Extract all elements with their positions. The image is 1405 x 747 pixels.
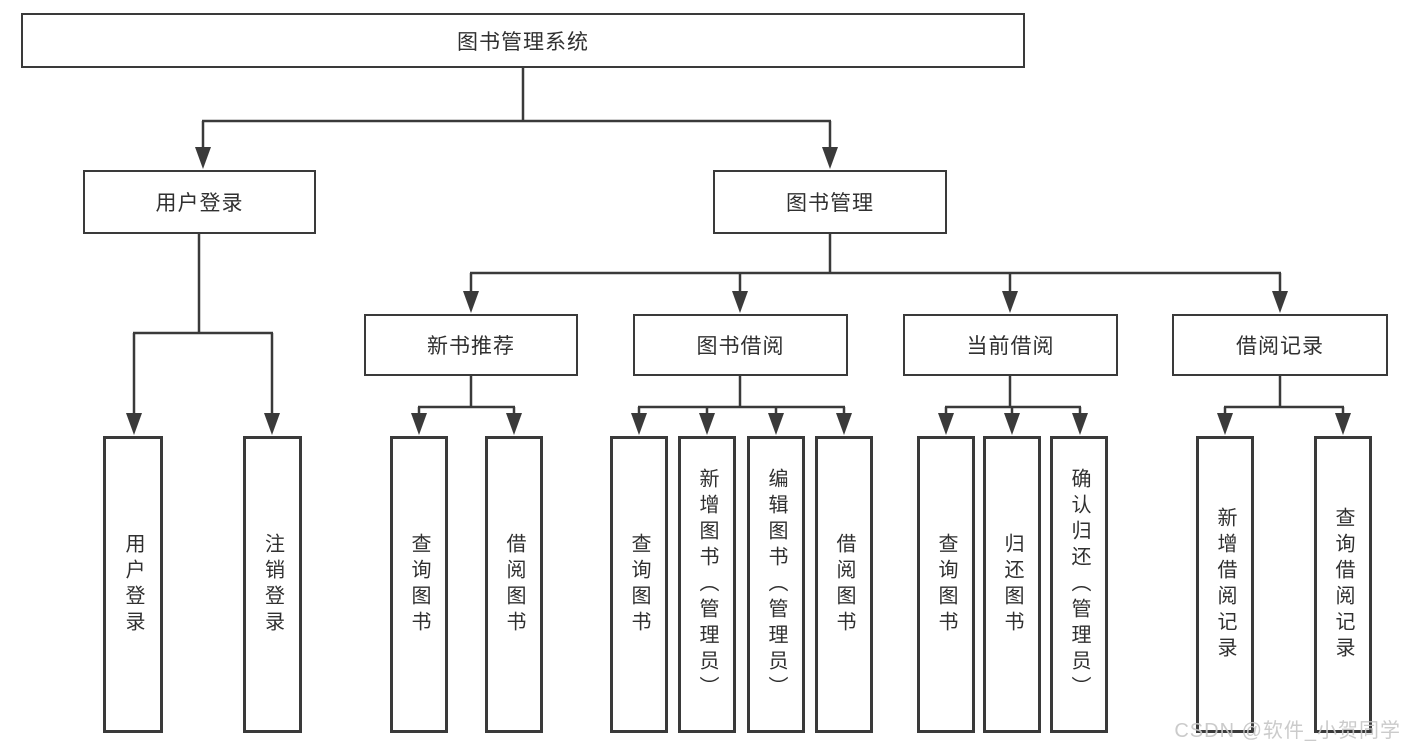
node-current-borrowing: 当前借阅 bbox=[903, 314, 1118, 376]
leaf-return-books: 归还图书 bbox=[983, 436, 1041, 733]
node-book-management: 图书管理 bbox=[713, 170, 947, 234]
node-library-system: 图书管理系统 bbox=[21, 13, 1025, 68]
leaf-borrow-books-recommend-label: 借阅图书 bbox=[503, 532, 525, 637]
leaf-return-books-label: 归还图书 bbox=[1001, 532, 1023, 637]
leaf-confirm-return-admin: 确认归还（管理员） bbox=[1050, 436, 1108, 733]
leaf-query-borrow-record-label: 查询借阅记录 bbox=[1332, 506, 1354, 663]
leaf-query-borrow-record: 查询借阅记录 bbox=[1314, 436, 1372, 733]
node-book-management-label: 图书管理 bbox=[786, 192, 874, 215]
leaf-query-books-recommend: 查询图书 bbox=[390, 436, 448, 733]
leaf-query-books-current: 查询图书 bbox=[917, 436, 975, 733]
leaf-query-books-borrow: 查询图书 bbox=[610, 436, 668, 733]
leaf-add-books-admin: 新增图书（管理员） bbox=[678, 436, 736, 733]
leaf-borrow-books: 借阅图书 bbox=[815, 436, 873, 733]
leaf-add-books-admin-label: 新增图书（管理员） bbox=[696, 467, 718, 702]
leaf-add-borrow-record: 新增借阅记录 bbox=[1196, 436, 1254, 733]
node-new-book-recommend: 新书推荐 bbox=[364, 314, 578, 376]
node-current-borrowing-label: 当前借阅 bbox=[966, 335, 1055, 358]
node-book-borrowing: 图书借阅 bbox=[633, 314, 848, 376]
leaf-logout: 注销登录 bbox=[243, 436, 302, 733]
leaf-add-borrow-record-label: 新增借阅记录 bbox=[1214, 506, 1236, 663]
leaf-confirm-return-admin-label: 确认归还（管理员） bbox=[1068, 467, 1090, 702]
node-user-login-label: 用户登录 bbox=[155, 192, 244, 215]
node-user-login: 用户登录 bbox=[83, 170, 316, 234]
node-borrowing-records: 借阅记录 bbox=[1172, 314, 1388, 376]
csdn-watermark: CSDN @软件_小贺同学 bbox=[1174, 720, 1401, 742]
leaf-borrow-books-label: 借阅图书 bbox=[833, 532, 855, 637]
node-book-borrowing-label: 图书借阅 bbox=[696, 335, 785, 358]
leaf-edit-books-admin: 编辑图书（管理员） bbox=[747, 436, 805, 733]
leaf-query-books-recommend-label: 查询图书 bbox=[408, 532, 430, 637]
leaf-borrow-books-recommend: 借阅图书 bbox=[485, 436, 543, 733]
leaf-query-books-borrow-label: 查询图书 bbox=[628, 532, 650, 637]
leaf-edit-books-admin-label: 编辑图书（管理员） bbox=[765, 467, 787, 702]
leaf-user-login-label: 用户登录 bbox=[122, 532, 144, 637]
leaf-logout-label: 注销登录 bbox=[261, 532, 284, 637]
node-new-book-recommend-label: 新书推荐 bbox=[427, 335, 515, 358]
leaf-query-books-current-label: 查询图书 bbox=[935, 532, 957, 637]
node-borrowing-records-label: 借阅记录 bbox=[1236, 335, 1324, 358]
node-library-system-label: 图书管理系统 bbox=[457, 30, 589, 54]
leaf-user-login: 用户登录 bbox=[103, 436, 163, 733]
